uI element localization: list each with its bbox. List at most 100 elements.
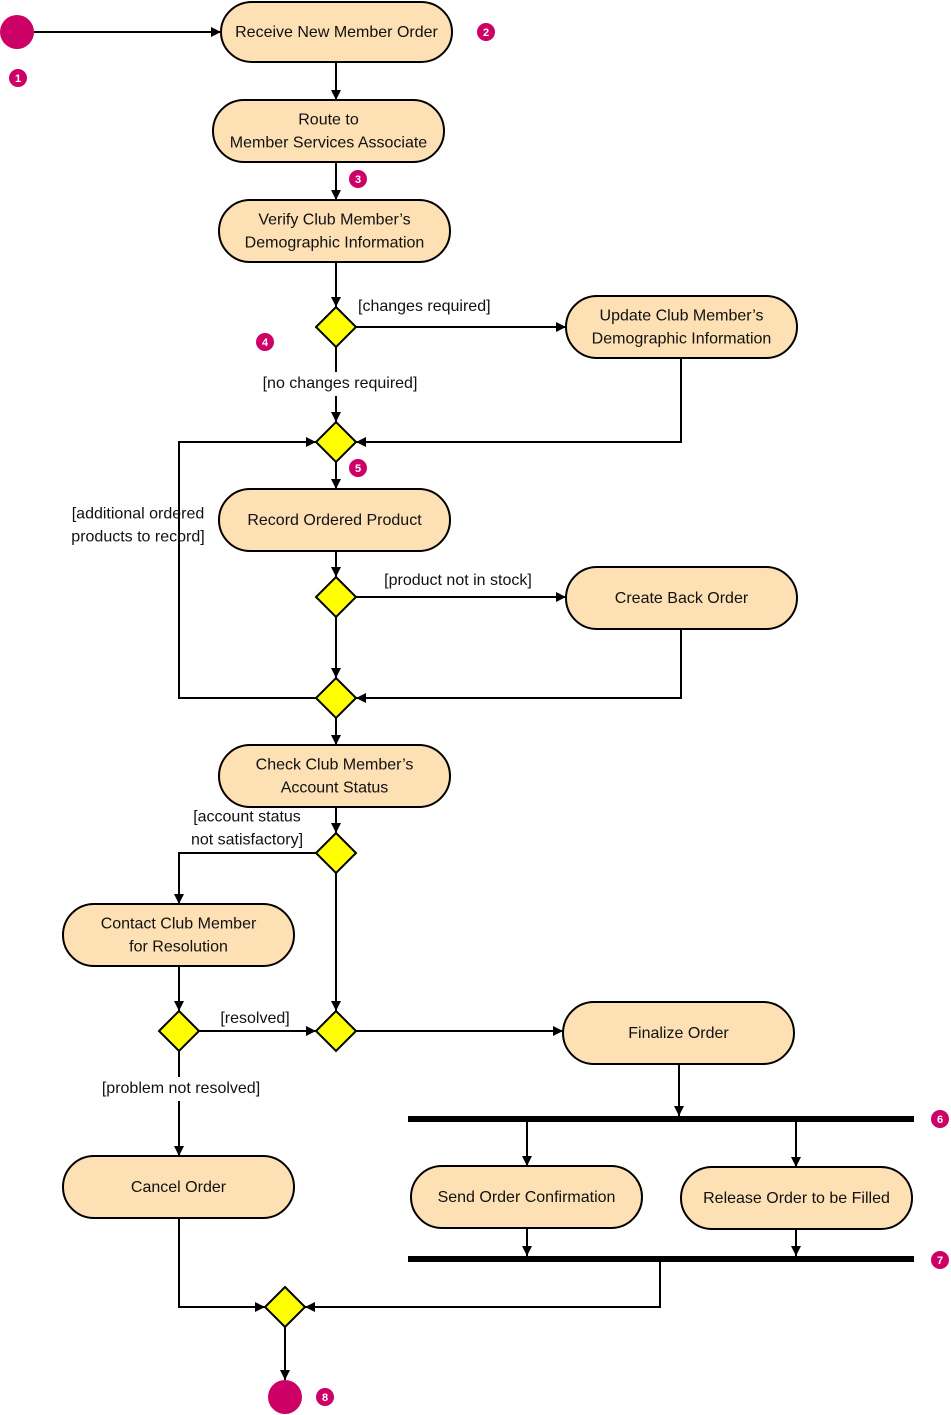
step-markers: 1 2 3 4 5 6 7 8 <box>9 23 949 1406</box>
guard-label-line: [resolved] <box>220 1010 289 1027</box>
activity-label-line: Create Back Order <box>615 590 749 607</box>
guard-changes-required: [changes required] <box>358 298 491 315</box>
activity-label-line: Release Order to be Filled <box>703 1190 890 1207</box>
activity-box <box>62 1155 295 1219</box>
activity-label-line: Cancel Order <box>131 1179 227 1196</box>
marker-circle <box>477 23 495 41</box>
products-merge-diamond <box>314 676 358 720</box>
marker-number: 4 <box>262 337 269 349</box>
marker-number: 6 <box>937 1114 943 1126</box>
activity-label-line: Record Ordered Product <box>247 512 422 529</box>
step-marker-1: 1 <box>9 69 27 87</box>
step-marker-7: 7 <box>931 1251 949 1269</box>
marker-circle <box>9 69 27 87</box>
marker-number: 3 <box>355 174 361 186</box>
marker-circle <box>931 1251 949 1269</box>
activity-record-product: Record Ordered Product <box>218 488 451 552</box>
guard-label-line: [problem not resolved] <box>102 1080 260 1097</box>
activity-label-line: for Resolution <box>129 939 228 956</box>
backorder-to-merge-edge <box>356 629 682 703</box>
activity-label-line: Member Services Associate <box>230 135 428 152</box>
activity-label-line: Route to <box>298 112 359 129</box>
resolution-decision-diamond <box>157 1009 201 1053</box>
activity-box <box>565 566 798 630</box>
resolved-merge-diamond <box>314 1009 358 1053</box>
marker-circle <box>349 170 367 188</box>
account-decision-diamond <box>314 831 358 875</box>
marker-circle <box>256 333 274 351</box>
activity-box <box>218 744 451 808</box>
activity-route-associate: Route to Member Services Associate <box>212 99 445 163</box>
activity-box <box>212 99 445 163</box>
marker-number: 8 <box>322 1392 328 1404</box>
step-marker-2: 2 <box>477 23 495 41</box>
changes-decision-diamond <box>314 305 358 349</box>
activity-label-line: Update Club Member’s <box>600 308 764 325</box>
fork-bar <box>408 1116 914 1122</box>
step-marker-5: 5 <box>349 459 367 477</box>
step-marker-8: 8 <box>316 1388 334 1406</box>
step-marker-6: 6 <box>931 1110 949 1128</box>
marker-number: 5 <box>355 463 361 475</box>
changes-merge-diamond <box>314 420 358 464</box>
guard-label-line: [no changes required] <box>263 375 418 392</box>
guard-label-line: [changes required] <box>358 298 491 315</box>
stock-decision-diamond <box>314 575 358 619</box>
marker-circle <box>931 1110 949 1128</box>
guard-label-line: [product not in stock] <box>384 572 532 589</box>
guard-label-line: products to record] <box>71 529 204 546</box>
guard-not-resolved: [problem not resolved] <box>98 1077 266 1101</box>
initial-node <box>0 15 34 49</box>
marker-number: 2 <box>483 27 489 39</box>
guard-label-line: [account status <box>193 809 301 826</box>
activity-box <box>565 295 798 359</box>
marker-circle <box>349 459 367 477</box>
activity-label-line: Account Status <box>281 780 389 797</box>
activity-box <box>680 1166 913 1230</box>
end-merge-diamond <box>263 1285 307 1329</box>
activity-create-back-order: Create Back Order <box>565 566 798 630</box>
activity-finalize-order: Finalize Order <box>562 1001 795 1065</box>
activity-box <box>62 903 295 967</box>
activity-receive-order: Receive New Member Order <box>220 1 453 63</box>
guard-resolved: [resolved] <box>220 1010 289 1027</box>
step-marker-3: 3 <box>349 170 367 188</box>
activity-label-line: Check Club Member’s <box>256 757 414 774</box>
activity-label-line: Contact Club Member <box>101 916 257 933</box>
guard-label-line: [additional ordered <box>72 506 205 523</box>
join-to-end-merge-edge <box>305 1262 661 1312</box>
activity-label-line: Verify Club Member’s <box>258 212 410 229</box>
update-to-merge-edge <box>356 358 682 447</box>
activity-label-line: Send Order Confirmation <box>438 1189 616 1206</box>
guard-additional-products: [additional ordered products to record] <box>71 506 204 546</box>
guard-labels: [changes required] [no changes required] [… <box>71 298 532 1101</box>
activity-label-line: Receive New Member Order <box>235 24 438 41</box>
step-marker-4: 4 <box>256 333 274 351</box>
join-bar <box>408 1256 914 1262</box>
account-to-contact-edge <box>174 852 316 904</box>
activity-label-line: Demographic Information <box>245 235 425 252</box>
guard-background <box>258 372 423 396</box>
guard-label-line: not satisfactory] <box>191 832 303 849</box>
guard-not-in-stock: [product not in stock] <box>384 572 532 589</box>
guard-no-changes-required: [no changes required] <box>258 372 423 396</box>
flow-edges <box>34 27 801 1380</box>
activity-cancel-order: Cancel Order <box>62 1155 295 1219</box>
guard-account-not-satisfactory: [account status not satisfactory] <box>191 809 303 849</box>
activity-send-confirmation: Send Order Confirmation <box>410 1165 643 1229</box>
activity-box <box>410 1165 643 1229</box>
final-node <box>268 1380 302 1414</box>
marker-number: 1 <box>15 73 21 85</box>
activity-box <box>220 1 453 63</box>
guard-background <box>98 1077 266 1101</box>
activity-box <box>562 1001 795 1065</box>
activity-box <box>218 488 451 552</box>
cancel-to-end-merge-edge <box>178 1218 265 1312</box>
marker-circle <box>316 1388 334 1406</box>
